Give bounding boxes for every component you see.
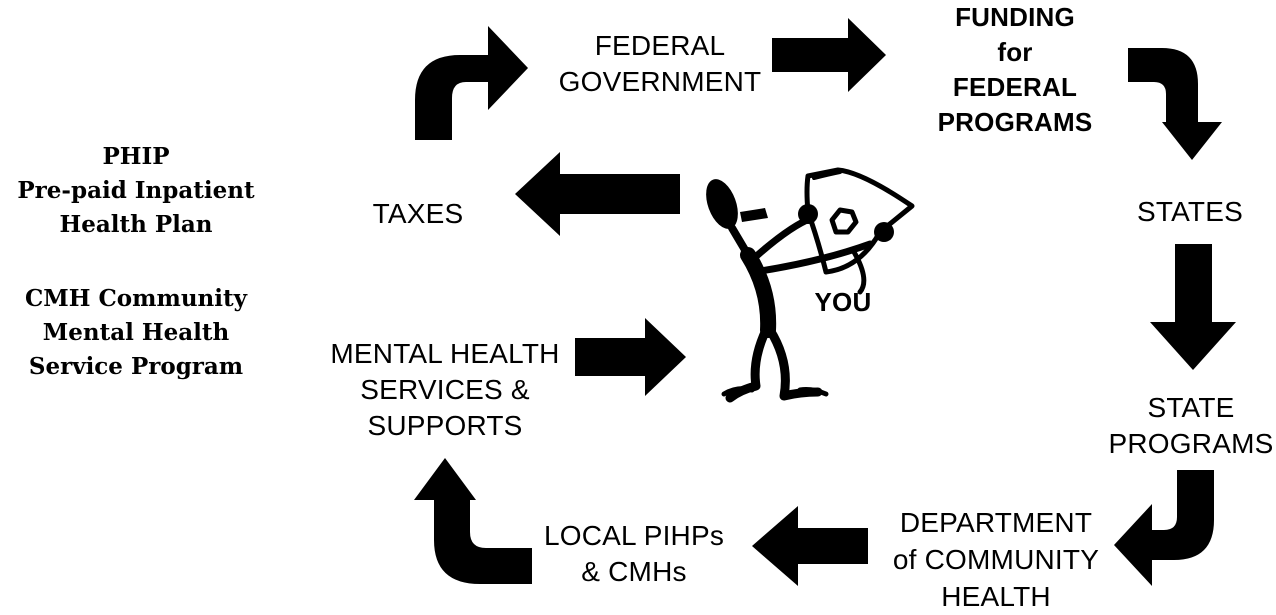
node-line: SERVICES & (360, 374, 530, 405)
mental-health-node: MENTAL HEALTH SERVICES & SUPPORTS (318, 336, 572, 444)
department-node: DEPARTMENT of COMMUNITY HEALTH (878, 504, 1114, 615)
node-line: & CMHs (581, 556, 687, 587)
federal-government-node: FEDERAL GOVERNMENT (540, 28, 780, 100)
node-line: FEDERAL (952, 72, 1078, 102)
node-line: LOCAL PIHPs (543, 520, 725, 551)
curved-arrow-icon (1128, 48, 1222, 160)
legend-line: Pre-paid Inpatient (17, 177, 255, 204)
left-arrow-icon (515, 152, 680, 236)
node-line: PROGRAMS (937, 107, 1093, 137)
state-programs-node: STATE PROGRAMS (1106, 390, 1276, 462)
node-line: HEALTH (941, 581, 1051, 612)
states-node: STATES (1110, 194, 1270, 230)
person-with-money-bag-icon (706, 167, 915, 403)
legend-line: CMH Community (25, 285, 247, 312)
node-line: PROGRAMS (1108, 428, 1274, 459)
left-arrow-icon (752, 506, 868, 586)
local-pihps-node: LOCAL PIHPs & CMHs (530, 518, 738, 590)
node-line: FUNDING (955, 2, 1075, 32)
legend-line: PHIP (102, 143, 170, 170)
curved-arrow-icon (414, 458, 532, 584)
you-label: YOU (814, 287, 872, 317)
curved-arrow-icon (415, 26, 528, 140)
node-line: DEPARTMENT (899, 507, 1093, 538)
cmh-legend: CMH Community Mental Health Service Prog… (0, 282, 272, 384)
legend-line: Service Program (28, 353, 244, 380)
node-line: SUPPORTS (367, 410, 523, 441)
legend-line: Mental Health (42, 319, 230, 346)
down-arrow-icon (1150, 244, 1236, 370)
node-line: TAXES (372, 198, 464, 229)
node-line: MENTAL HEALTH (330, 338, 560, 369)
legend-line: Health Plan (59, 211, 213, 238)
taxes-node: TAXES (348, 196, 488, 232)
curved-arrow-icon (1114, 470, 1214, 586)
right-arrow-icon (772, 18, 886, 92)
node-line: STATE (1147, 392, 1235, 423)
node-line: FEDERAL (594, 30, 726, 61)
node-line: of COMMUNITY (892, 544, 1100, 575)
phip-legend: PHIP Pre-paid Inpatient Health Plan (0, 140, 272, 242)
right-arrow-icon (575, 318, 686, 396)
node-line: STATES (1137, 196, 1243, 227)
node-line: for (997, 37, 1033, 67)
node-line: GOVERNMENT (558, 66, 762, 97)
funding-node: FUNDING for FEDERAL PROGRAMS (900, 0, 1130, 140)
